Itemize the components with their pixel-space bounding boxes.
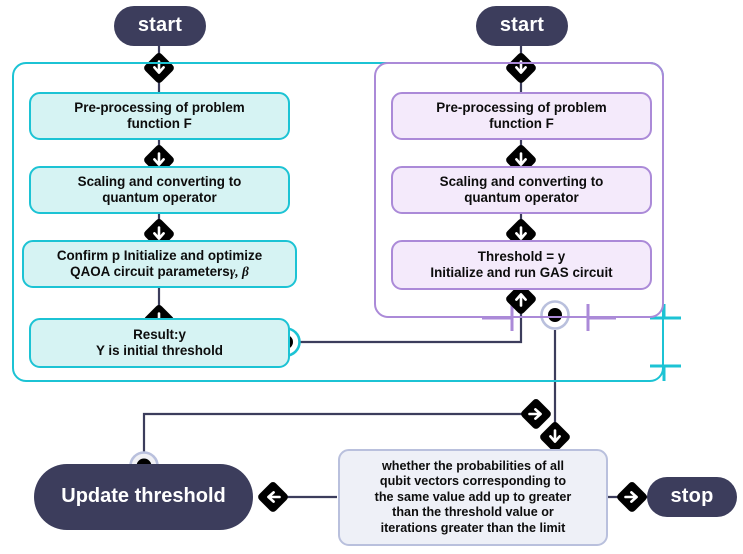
step-box-scaling-right[interactable]: Scaling and converting to quantum operat… bbox=[391, 166, 652, 214]
decision-box-termination[interactable]: whether the probabilities of all qubit v… bbox=[338, 449, 608, 546]
step-line1: Pre-processing of problem bbox=[74, 100, 245, 116]
arrow-right-diamond-icon bbox=[617, 482, 647, 512]
step-box-scaling-left[interactable]: Scaling and converting to quantum operat… bbox=[29, 166, 290, 214]
start-node-right[interactable]: start bbox=[476, 6, 568, 46]
connector-dot-gas bbox=[540, 300, 570, 330]
update-threshold-node[interactable]: Update threshold bbox=[34, 464, 253, 530]
step-line2: quantum operator bbox=[464, 190, 579, 205]
step-line2: Initialize and run GAS circuit bbox=[430, 265, 613, 280]
teal-bracket-lower bbox=[650, 364, 681, 381]
start-label-right: start bbox=[499, 14, 545, 37]
arrow-down-diamond-icon bbox=[506, 219, 536, 249]
start-node-left[interactable]: start bbox=[114, 6, 206, 46]
step-line2: Y is initial threshold bbox=[96, 343, 223, 358]
step-line2: QAOA circuit parametersγ, β bbox=[57, 264, 262, 280]
decision-line-4: than the threshold value or bbox=[392, 505, 554, 520]
arrow-down-diamond-icon bbox=[144, 219, 174, 249]
step-line2: function F bbox=[489, 116, 554, 131]
stop-label: stop bbox=[670, 485, 714, 508]
stop-node[interactable]: stop bbox=[647, 477, 737, 517]
decision-line-1: whether the probabilities of all bbox=[382, 459, 564, 474]
step-line1: Scaling and converting to bbox=[77, 174, 242, 190]
arrow-down-diamond-icon bbox=[506, 145, 536, 175]
decision-line-3: the same value add up to greater bbox=[374, 489, 572, 504]
step-box-gas-circuit[interactable]: Threshold = y Initialize and run GAS cir… bbox=[391, 240, 652, 290]
arrow-left-diamond-icon bbox=[258, 482, 288, 512]
step-line2-text: QAOA circuit parameters bbox=[70, 264, 230, 279]
teal-bracket-upper bbox=[650, 304, 681, 320]
step-line1: Result:y bbox=[133, 327, 186, 343]
step-box-qaoa-parameters[interactable]: Confirm p Initialize and optimize QAOA c… bbox=[22, 240, 297, 288]
step-box-result-threshold[interactable]: Result:y Y is initial threshold bbox=[29, 318, 290, 368]
step-line2: quantum operator bbox=[102, 190, 217, 205]
gas-phase-group bbox=[374, 62, 664, 318]
edge-loop-to-update-threshold bbox=[142, 412, 536, 466]
step-box-pre-processing-left[interactable]: Pre-processing of problem function F bbox=[29, 92, 290, 140]
step-line2-greek: γ, β bbox=[229, 264, 249, 279]
arrow-down-diamond-icon bbox=[540, 422, 570, 452]
step-line2: function F bbox=[127, 116, 192, 131]
step-line1: Pre-processing of problem bbox=[436, 100, 607, 116]
step-line1: Threshold = y bbox=[477, 249, 566, 265]
step-line1: Scaling and converting to bbox=[439, 174, 604, 190]
decision-line-5: iterations greater than the limit bbox=[380, 520, 566, 535]
decision-line-2: qubit vectors corresponding to bbox=[379, 474, 567, 489]
arrow-down-diamond-icon bbox=[144, 145, 174, 175]
edge-result-to-gas bbox=[296, 306, 523, 344]
arrow-right-diamond-icon bbox=[521, 399, 551, 429]
step-line1: Confirm p Initialize and optimize bbox=[56, 248, 263, 264]
step-box-pre-processing-right[interactable]: Pre-processing of problem function F bbox=[391, 92, 652, 140]
update-threshold-label: Update threshold bbox=[61, 485, 226, 508]
start-label-left: start bbox=[137, 14, 183, 37]
arrow-up-diamond-icon bbox=[506, 284, 536, 314]
